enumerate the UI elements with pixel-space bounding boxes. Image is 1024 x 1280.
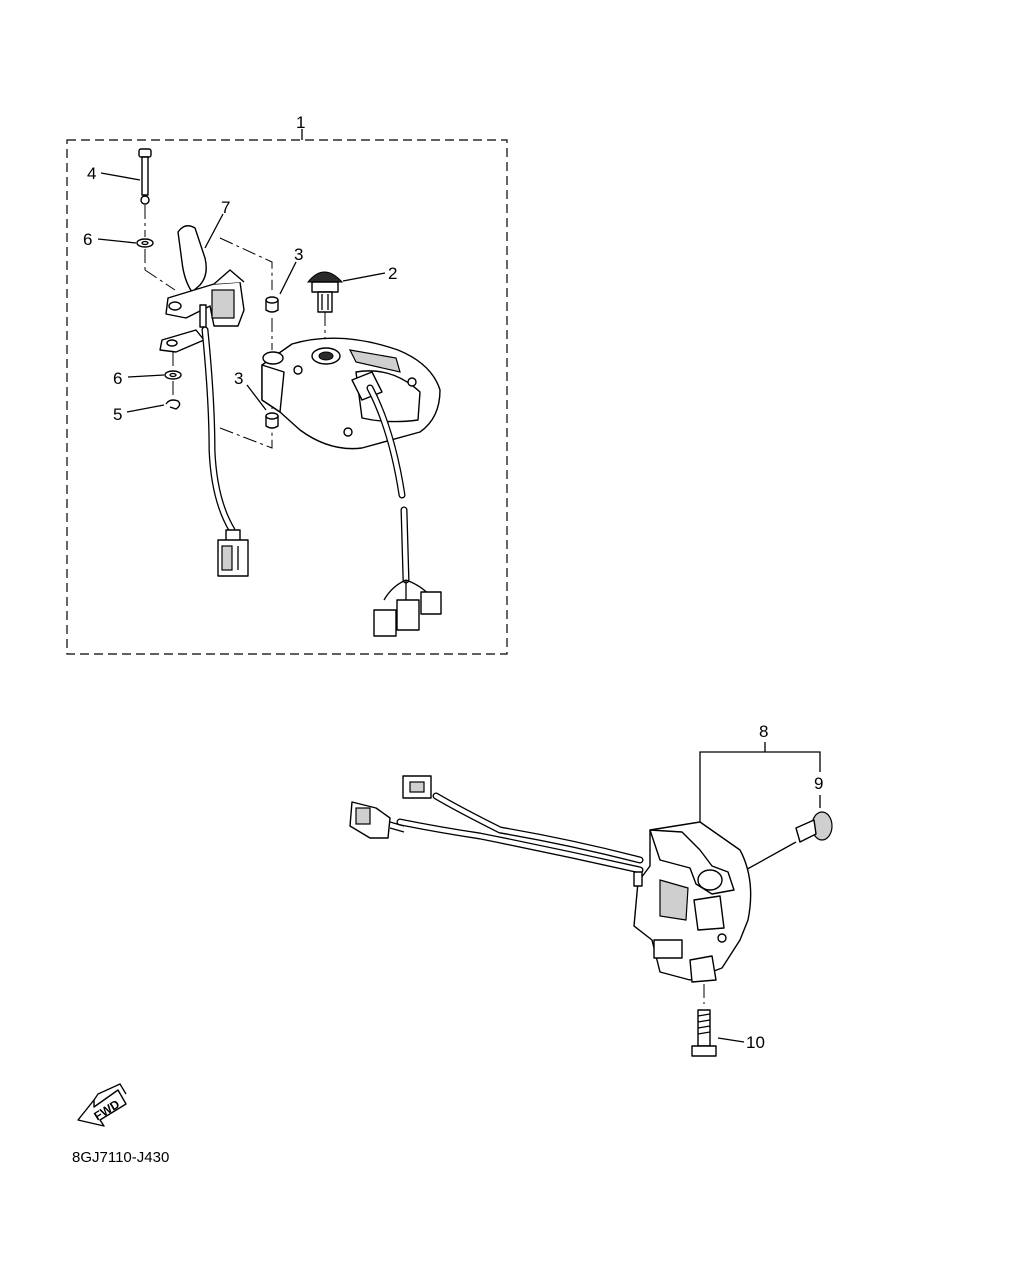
left-wire-harness (201, 326, 249, 577)
callout-2[interactable]: 2 (388, 264, 397, 283)
callout-3-top[interactable]: 3 (294, 245, 303, 264)
callout-7[interactable]: 7 (221, 198, 230, 217)
callout-5[interactable]: 5 (113, 405, 122, 424)
part-3-bushing-top[interactable] (265, 296, 279, 313)
part-5-clip[interactable] (165, 399, 181, 410)
callout-3-bottom[interactable]: 3 (234, 369, 243, 388)
callout-6-top[interactable]: 6 (83, 230, 92, 249)
callout-1[interactable]: 1 (296, 113, 305, 132)
assembly-1-group: 1 4 6 7 (66, 113, 508, 655)
callout-8[interactable]: 8 (759, 722, 768, 741)
switch-housing-lower (633, 821, 752, 983)
right-wire-harness (366, 384, 442, 637)
part-6-washer-top[interactable] (136, 238, 154, 248)
switch-housing-upper (261, 337, 441, 450)
diagram-code: 8GJ7110-J430 (72, 1149, 169, 1166)
callout-10[interactable]: 10 (746, 1033, 765, 1052)
callout-6-bottom[interactable]: 6 (113, 369, 122, 388)
part-4-pin[interactable] (138, 148, 152, 205)
part-6-washer-bottom[interactable] (164, 370, 182, 380)
part-10-screw[interactable] (691, 1009, 717, 1057)
part-3-bushing-bottom[interactable] (265, 412, 279, 429)
callout-9[interactable]: 9 (814, 774, 823, 793)
callout-4[interactable]: 4 (87, 164, 96, 183)
assembly-8-wire-harness (349, 775, 644, 874)
fwd-arrow-icon: FWD (77, 1083, 127, 1127)
part-7-lever-bracket[interactable] (159, 225, 245, 353)
assembly-8-group: 8 9 (349, 722, 833, 1057)
part-9-screw[interactable] (795, 811, 833, 843)
part-2-button[interactable] (306, 271, 344, 313)
